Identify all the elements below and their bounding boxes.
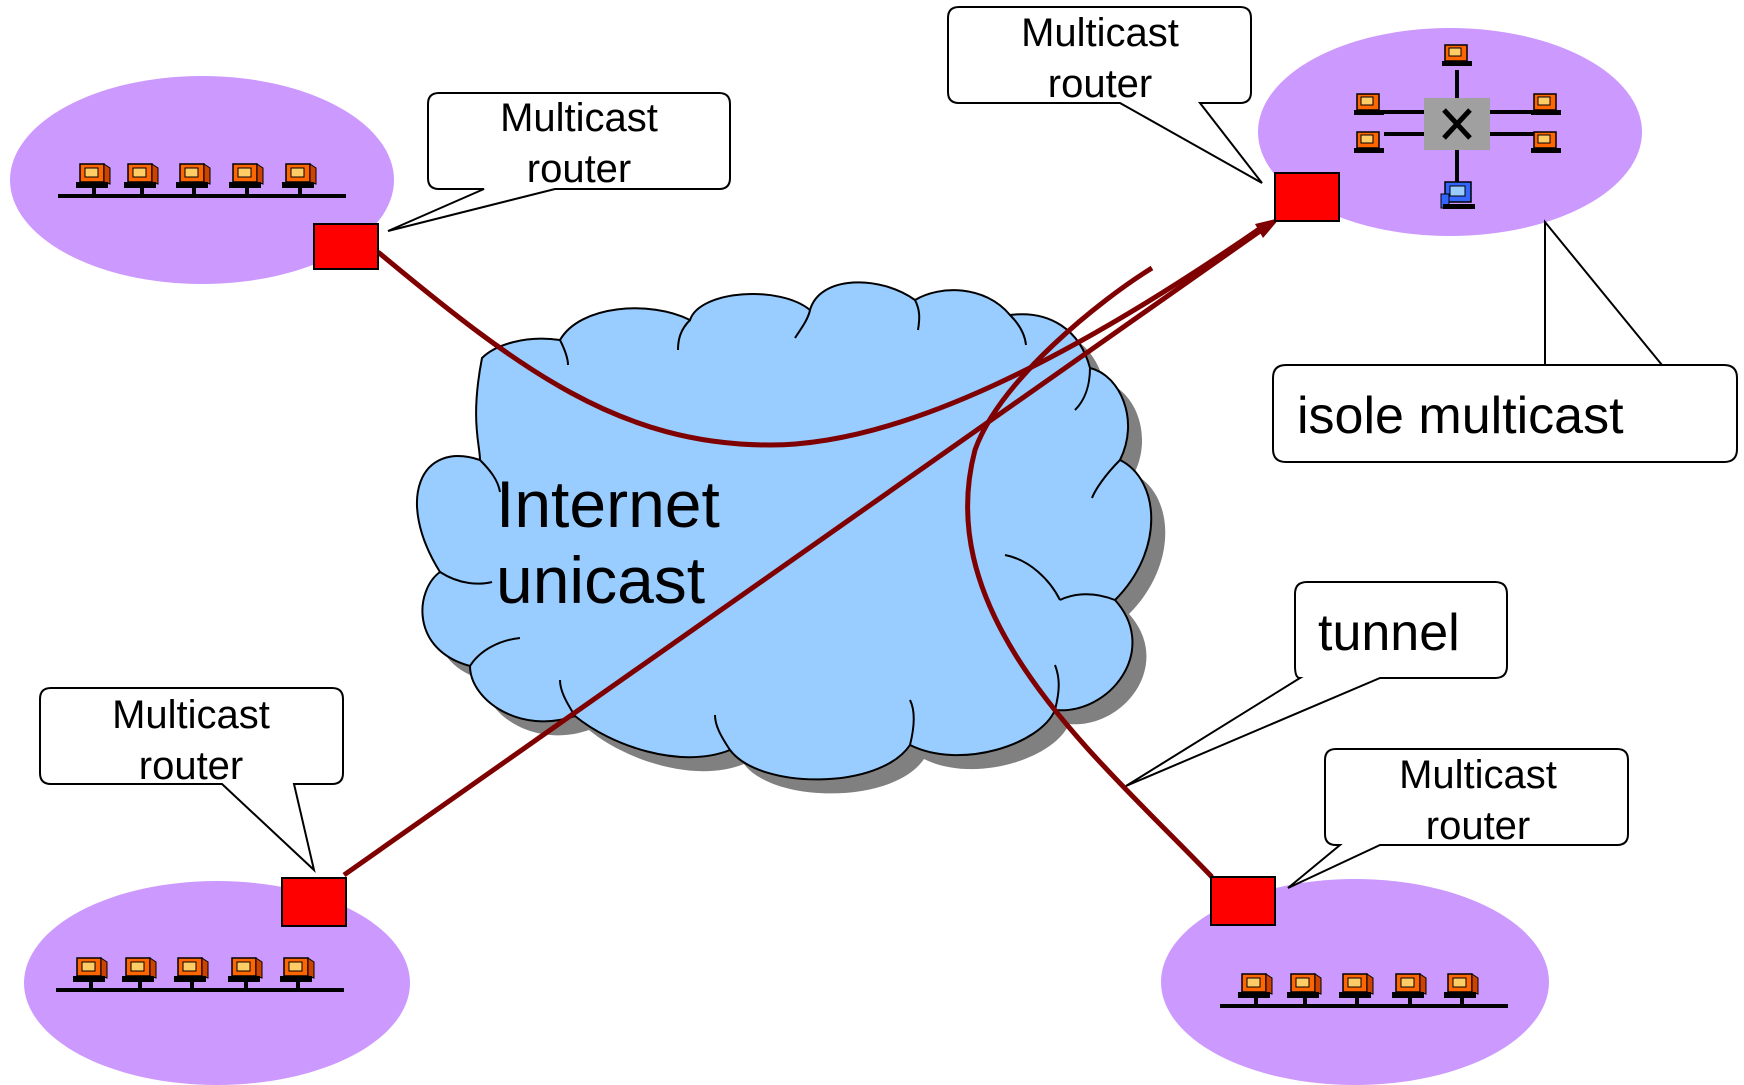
arrowhead-icon: [1255, 218, 1280, 238]
callout-router-top-right: Multicast router: [947, 6, 1263, 184]
callout-line1: Multicast: [500, 96, 658, 140]
callout-router-bottom-left: Multicast router: [39, 687, 344, 873]
tunnel-tl-to-tr: [376, 222, 1267, 448]
callout-isole-multicast: isole multicast: [1272, 219, 1738, 463]
callout-line1: Multicast: [1021, 11, 1179, 55]
callout-line1: Multicast: [112, 693, 270, 737]
computer-icon: [1441, 44, 1473, 67]
tunnel-lines: [342, 218, 1280, 879]
callout-isole-text: isole multicast: [1297, 387, 1624, 445]
multicast-router-bottom-left[interactable]: [281, 877, 347, 927]
highlighted-computer-icon: [1440, 181, 1476, 210]
callout-line2: router: [527, 147, 632, 191]
island-top-left: [10, 76, 394, 284]
cloud-title-line2: unicast: [496, 543, 705, 617]
star-topology: [1353, 44, 1562, 210]
multicast-router-top-right[interactable]: [1274, 172, 1340, 222]
island-bottom-right: [1161, 879, 1549, 1085]
callout-line2: router: [1426, 804, 1531, 848]
callout-tunnel-text: tunnel: [1318, 604, 1460, 662]
callout-router-top-left: Multicast router: [387, 92, 731, 232]
island-bottom-left: [24, 881, 410, 1085]
multicast-router-bottom-right[interactable]: [1210, 876, 1276, 926]
tunnel-bl-to-tr: [342, 221, 1272, 878]
computer-icon: [1353, 93, 1385, 116]
multicast-router-top-left[interactable]: [313, 223, 379, 270]
island-top-right: [1258, 28, 1642, 236]
callout-router-bottom-right: Multicast router: [1287, 748, 1629, 889]
computer-icon: [1530, 93, 1562, 116]
callout-line2: router: [1048, 62, 1153, 106]
callout-tunnel: tunnel: [1125, 581, 1508, 787]
callout-line1: Multicast: [1399, 753, 1557, 797]
tunnel-br-to-tr: [965, 265, 1214, 879]
computer-icon: [1353, 131, 1385, 154]
internet-cloud: Internet unicast: [416, 281, 1166, 794]
callout-line2: router: [139, 744, 244, 788]
computer-icon: [1530, 131, 1562, 154]
cloud-title-line1: Internet: [496, 467, 720, 541]
